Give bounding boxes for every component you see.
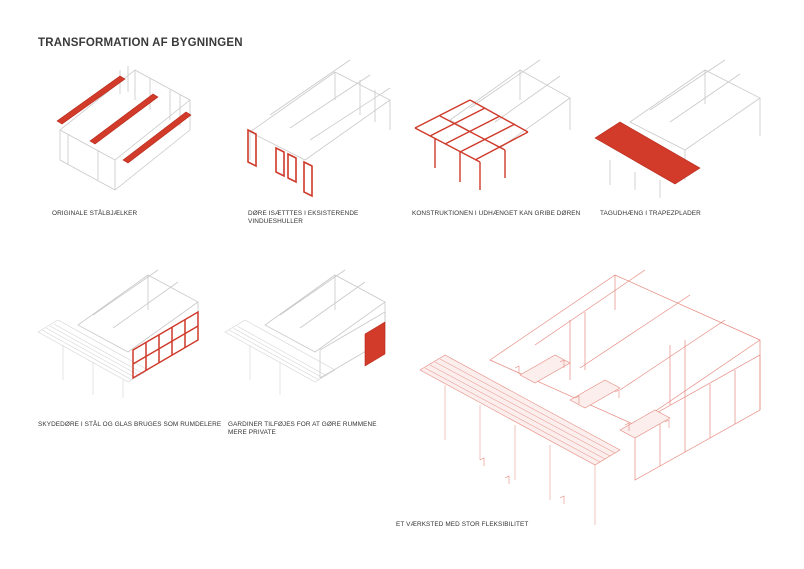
diagram-workshop xyxy=(419,269,761,525)
diagram-overhang-construction xyxy=(414,59,571,190)
diagram-curtains xyxy=(224,269,386,395)
caption-doors-in-windows: DØRE ISÆTTTES I EKSISTERENDE VINDUESHULL… xyxy=(248,210,359,225)
caption-curtains: GARDINER TILFØJES FOR AT GØRE RUMMENE ME… xyxy=(228,421,377,436)
diagram-doors-in-windows xyxy=(247,59,391,198)
caption-overhang-construction: KONSTRUKTIONEN I UDHÆNGET KAN GRIBE DØRE… xyxy=(412,210,581,217)
caption-sliding-doors: SKYDEDØRE I STÅL OG GLAS BRUGES SOM RUMD… xyxy=(38,421,222,428)
diagram-sliding-doors xyxy=(37,269,199,398)
caption-workshop: ET VÆRKSTED MED STOR FLEKSIBILITET xyxy=(396,521,529,528)
page-title: TRANSFORMATION AF BYGNINGEN xyxy=(38,37,243,49)
caption-original-beams: ORIGINALE STÅLBJÆLKER xyxy=(52,210,138,217)
diagram-original-beams xyxy=(56,66,192,191)
caption-roof-overhang: TAGUDHÆNG I TRAPEZPLADER xyxy=(600,210,701,217)
diagram-roof-overhang xyxy=(594,59,761,198)
